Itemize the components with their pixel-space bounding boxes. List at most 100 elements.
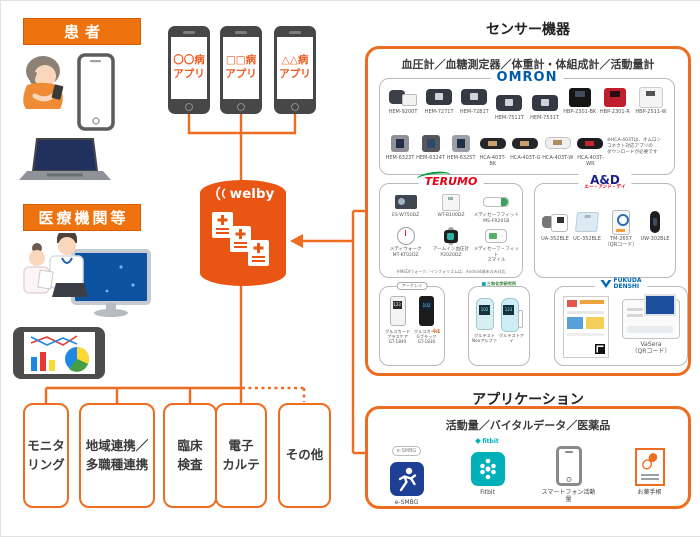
device-label: グルコカード プラスケア GT-1840 (384, 329, 411, 345)
app-item-esmbg: e-SMBG e-SMBG (378, 437, 435, 506)
device-label: グルテスト Neoアルファ (472, 333, 498, 344)
arkray-logo: アークレイ (396, 282, 428, 291)
device-label: アームイン血圧計 P2020DZ (432, 247, 470, 258)
welby-logo: welby (230, 186, 275, 202)
device-label: HEM-7271T (424, 109, 454, 115)
device-thumb (441, 193, 460, 211)
app-item-label: お薬手帳 (637, 489, 662, 496)
device-thumb (603, 87, 626, 107)
sanwa-grid: 102 グルテスト Neoアルファ 123 グルテストアイ (472, 297, 526, 343)
app-item-label: スマートフォン活動量 (541, 489, 596, 504)
phone-home-button-icon (237, 103, 245, 111)
welby-database-cylinder: welby (200, 180, 286, 286)
device-thumb (638, 86, 663, 108)
device-label: HEM-6323T (385, 155, 415, 161)
arkray-panel: アークレイ 123 グルコカード プラスケア GT-1840 102 ※1 グル… (379, 282, 445, 366)
phone-screen: 〇〇病 アプリ (171, 37, 207, 99)
sanwa-logo: 三和化学研究所 (475, 281, 523, 287)
device-label: TM-2657 （QRコード） (604, 236, 638, 248)
medical-illustration (13, 233, 151, 379)
service-box-others: その他 (278, 403, 331, 508)
device-thumb (496, 95, 523, 111)
and-logo: A&D エー・アンド・デイ (578, 174, 632, 191)
phone-screen: △△病 アプリ (277, 37, 313, 99)
device-thumb (426, 89, 453, 105)
service-label: モニタ リング (27, 437, 65, 472)
product: WT-B100DZ (428, 193, 473, 224)
device-label: グルテストアイ (498, 333, 525, 344)
omron-logo: OMRON (490, 71, 564, 84)
service-label: その他 (285, 447, 324, 463)
device-thumb (391, 134, 409, 152)
product: HEM-6324T (416, 133, 446, 161)
device-thumb (542, 214, 568, 232)
product: HBP-2301-R (598, 87, 632, 115)
device-label: VaSera （QRコード） (631, 341, 671, 356)
device-thumb (461, 89, 488, 105)
device-thumb: 123 (500, 298, 523, 332)
device-label: HCA-403T-G (510, 155, 541, 161)
product: HEM-7531T (528, 87, 562, 121)
app-item-fitbit: fitbit Fitbit (459, 437, 516, 506)
product: HCA-403T-W (542, 133, 574, 161)
device-label: HBP-2301-R (599, 109, 630, 115)
patient-banner: 患者 (23, 18, 141, 45)
arkray-grid: 123 グルコカード プラスケア GT-1840 102 ※1 グルコカード G… (383, 295, 441, 344)
product: ES-W750DZ (383, 193, 428, 224)
device-label: UW-302BLE (640, 236, 670, 242)
device-thumb (544, 137, 571, 149)
device-label: HEM-7281T (459, 109, 489, 115)
device-label: HCA-403T-WR (577, 155, 604, 167)
device-label: UC-352BLE (573, 236, 601, 242)
app-item-label: e-SMBG (394, 499, 419, 506)
terumo-grid: ES-W750DZ WT-B100DZ メディセーフフィット MS-FR201B (383, 193, 519, 264)
terumo-panel: TERUMO ES-W750DZ WT-B100DZ (379, 169, 523, 278)
device-label: グルコカード Gブラック GT-1830 (413, 329, 440, 345)
device-thumb (577, 137, 604, 149)
device-label: HEM-7511T (495, 115, 524, 121)
esmbg-brand-pill: e-SMBG (391, 446, 422, 456)
service-label: 臨床 検査 (177, 437, 203, 472)
phone-app-1: 〇〇病 アプリ (168, 26, 210, 114)
device-thumb (483, 197, 510, 207)
device-label: HEM-6324T (416, 155, 445, 161)
fukuda-panel: FUKUDA DENSHI VaSera （QRコード） (554, 277, 688, 366)
device-thumb (612, 209, 630, 235)
fukuda-logo-mark-icon (600, 279, 612, 288)
phone-home-button-icon (185, 103, 193, 111)
device-label: HEM-6325T (446, 155, 476, 161)
device-thumb (443, 227, 458, 245)
sensor-section-title: センサー機器 (486, 22, 570, 38)
device-thumb: 123 (389, 296, 406, 326)
and-panel: A&D エー・アンド・デイ UA-352BLE UC-352BLE (534, 174, 676, 278)
phone-home-button-icon (291, 103, 299, 111)
device-label: HBP-2511-W (635, 109, 667, 115)
device-thumb (568, 87, 591, 107)
phone-app-3: △△病 アプリ (274, 26, 316, 114)
device-label: UA-352BLE (541, 236, 569, 242)
product: HEM-7271T (422, 87, 456, 115)
arkray-mark: ※1 (432, 329, 441, 335)
product: HBP-2511-W (633, 86, 669, 115)
service-box-monitoring: モニタ リング (23, 403, 69, 508)
phone-screen: □□病 アプリ (223, 37, 259, 99)
product: HCA-403T-G (509, 133, 541, 161)
and-grid: UA-352BLE UC-352BLE TM-2657 （QRコード） (539, 209, 671, 248)
medical-banner: 医療機関等 (23, 204, 141, 231)
omron-note: ※HCA-403Tは、オムロン コネクト対応アプリの ダウンロードが必要です (606, 138, 662, 155)
device-thumb (512, 137, 539, 149)
fitbit-dots-icon (470, 452, 505, 486)
fitbit-wordmark: fitbit (459, 437, 516, 446)
device-label: メディセーフ・フィット スマイル (473, 247, 519, 263)
product: HEM-7281T (457, 87, 491, 115)
phone-speaker (235, 31, 247, 34)
product: TM-2657 （QRコード） (603, 209, 639, 248)
product: UC-352BLE (571, 210, 603, 248)
phone-speaker (289, 31, 301, 34)
patient-banner-label: 患者 (63, 23, 106, 41)
product: アームイン血圧計 P2020DZ (428, 227, 473, 264)
device-thumb (396, 227, 415, 245)
smartphone-icon (555, 446, 582, 486)
device-label: ES-W750DZ (392, 213, 420, 218)
